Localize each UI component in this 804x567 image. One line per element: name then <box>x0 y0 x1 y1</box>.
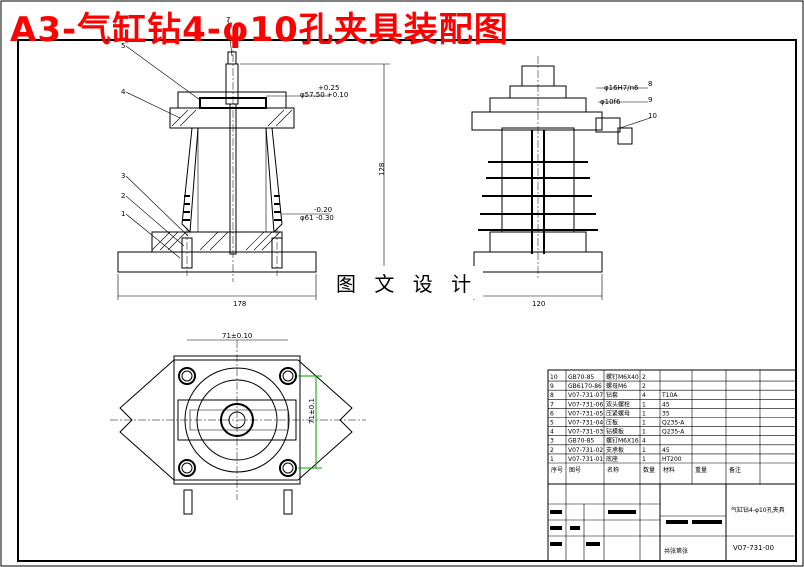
base-plate <box>117 251 317 273</box>
fit-top-1: +0.25 <box>318 84 339 92</box>
bom-cell: 1 <box>642 410 646 417</box>
side-width-dim: 120 <box>532 300 545 308</box>
watermark: 图 文 设 计 <box>330 266 484 299</box>
bom-cell: 9 <box>550 383 554 390</box>
bom-cell: 1 <box>642 401 646 408</box>
side-fit-1: φ16H7/n6 <box>604 84 639 92</box>
balloon-2: 2 <box>121 192 125 200</box>
bom-header-cell: 备注 <box>729 466 741 474</box>
pressure-plate <box>177 91 287 109</box>
bom-cell: GB70-85 <box>568 438 594 445</box>
bom-cell: 2 <box>642 374 646 381</box>
side-view: 120 φ16H7/n6 φ10f6 8 9 10 <box>471 56 657 308</box>
bom-cell: 1 <box>642 456 646 463</box>
bom-cell: HT200 <box>662 456 682 463</box>
balloon-7: 7 <box>226 16 230 24</box>
title-block: 气缸钻4-φ10孔夹具 V07-731-00 共张第张 <box>547 483 797 562</box>
bom-header-cell: 材料 <box>663 466 675 474</box>
title-block-sign: 共张第张 <box>664 547 688 555</box>
bom-cell: V07-731-05 <box>568 410 603 417</box>
fit-low-1: -0.20 <box>314 206 332 214</box>
bom-cell: 4 <box>550 429 554 436</box>
top-view: 71±0.10 71±0.1 <box>110 332 366 515</box>
bom-cell: 1 <box>642 429 646 436</box>
bom-cell: 45 <box>662 401 670 408</box>
bom-cell: GB70-85 <box>568 374 594 381</box>
bom-cell: 8 <box>550 392 554 399</box>
bom-cell: 钻套 <box>606 391 618 399</box>
bom-cell: 1 <box>550 456 554 463</box>
front-width-dim: 178 <box>233 300 246 308</box>
bom-header-cell: 序号 <box>551 466 563 474</box>
bom-cell: V07-731-04 <box>568 420 603 427</box>
balloon-1: 1 <box>121 210 125 218</box>
bom-cell: 螺钉M6X16 <box>606 437 639 445</box>
front-height-dim: 128 <box>378 163 386 176</box>
balloon-9: 9 <box>648 96 652 104</box>
balloon-8: 8 <box>648 80 652 88</box>
top-vertical-dim: 71±0.1 <box>308 398 316 424</box>
front-view: 178 128 +0.25 φ57.50 +0.10 -0.20 φ61 -0.… <box>117 16 390 308</box>
bom-cell: 压紧螺母 <box>606 409 630 417</box>
bom-cell: 10 <box>550 374 558 381</box>
balloon-3: 3 <box>121 172 125 180</box>
drawing-number: V07-731-00 <box>733 544 774 552</box>
balloon-4: 4 <box>121 88 126 96</box>
side-fit-2: φ10f6 <box>600 98 621 106</box>
bom-header-cell: 图号 <box>569 467 581 474</box>
bom-cell: 7 <box>550 401 554 408</box>
bom-cell: 底座 <box>606 455 618 463</box>
bom-cell: 2 <box>550 447 554 454</box>
bom-cell: 3 <box>550 438 554 445</box>
bom-cell: 1 <box>642 447 646 454</box>
bom-cell: T10A <box>661 392 678 399</box>
inner-frame <box>17 39 797 562</box>
bom-cell: V07-731-07 <box>568 392 603 399</box>
bom-cell: V07-731-03 <box>568 429 603 436</box>
bom-cell: 35 <box>662 410 670 417</box>
top-horizontal-dim: 71±0.10 <box>222 332 252 340</box>
bom-cell: 1 <box>642 420 646 427</box>
bom-cell: 5 <box>550 420 554 427</box>
bom-header-cell: 重量 <box>695 466 707 474</box>
bom-cell: 钻模板 <box>606 428 624 436</box>
bom-cell: 螺母M6 <box>606 382 627 390</box>
bom-cell: 双头螺栓 <box>606 400 630 408</box>
balloon-5: 5 <box>121 42 125 50</box>
bom-cell: 支承板 <box>606 446 624 454</box>
bom-cell: Q235-A <box>662 420 685 427</box>
bom-cell: 螺钉M6X40 <box>606 373 639 381</box>
drill-plate <box>169 107 295 129</box>
page-title: A3-气缸钻4-φ10孔夹具装配图 <box>10 10 509 50</box>
bom-cell: 4 <box>642 392 646 399</box>
bom-cell: V07-731-01 <box>568 456 603 463</box>
bom-cell: Q235-A <box>662 429 685 436</box>
bom-cell: 压板 <box>606 419 618 427</box>
bom-cell: GB6170-86 <box>568 383 602 390</box>
part-name: 气缸钻4-φ10孔夹具 <box>731 506 785 514</box>
bom-header-cell: 名称 <box>607 466 619 474</box>
bom-cell: 2 <box>642 383 646 390</box>
bom-cell: 6 <box>550 410 554 417</box>
bom-cell: V07-731-02 <box>568 447 603 454</box>
bom-cell: 4 <box>642 438 646 445</box>
fit-low-2: φ61 -0.30 <box>300 214 334 222</box>
bom-cell: V07-731-06 <box>568 401 603 408</box>
bom-header-cell: 数量 <box>643 466 655 474</box>
balloon-10: 10 <box>648 112 657 120</box>
bom-cell: 45 <box>662 447 670 454</box>
fit-top-2: φ57.50 +0.10 <box>300 91 348 99</box>
